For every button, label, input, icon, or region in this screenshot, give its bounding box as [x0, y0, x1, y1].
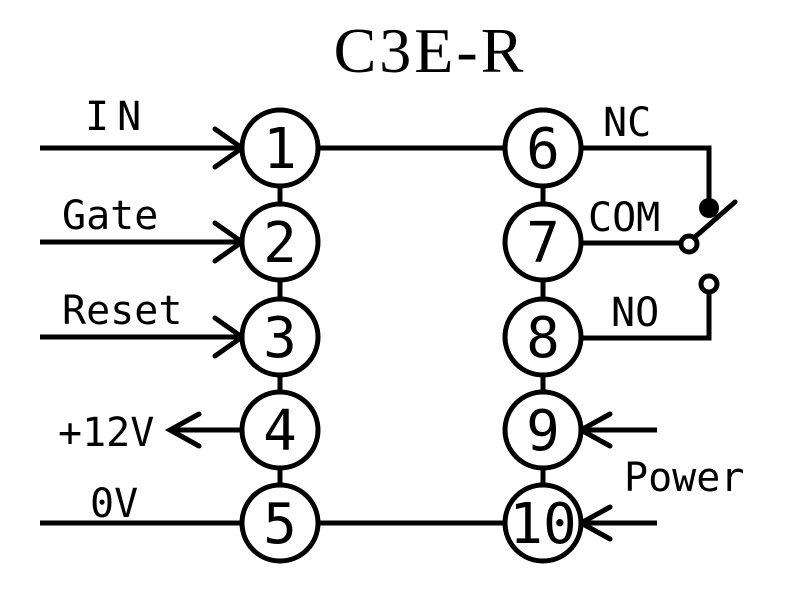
pin-10-terminal [502, 482, 584, 564]
plus12v-label: +12V [58, 410, 154, 456]
pin-1-number: 1 [263, 117, 297, 182]
pin-2-terminal [239, 201, 321, 283]
pin-9-terminal [502, 389, 584, 471]
pin-4-number: 4 [263, 399, 297, 464]
pin-1-terminal [239, 107, 321, 189]
pin-6-terminal [502, 107, 584, 189]
relay-lever-icon [692, 199, 738, 240]
pin-2-number: 2 [263, 211, 297, 276]
pin-9-number: 9 [526, 399, 560, 464]
nc-label: NC [603, 100, 651, 146]
no-wire [543, 292, 712, 341]
pin-6-number: 6 [526, 117, 560, 182]
pin-8-number: 8 [526, 306, 560, 371]
pin-7-number: 7 [526, 211, 560, 276]
com-contact-circle-icon [678, 233, 700, 255]
com-label: COM [588, 195, 660, 241]
gate-label: Gate [62, 193, 158, 239]
plus12v-arrowhead-icon [164, 411, 202, 449]
pin-5-number: 5 [263, 492, 297, 557]
page-title: C3E-R [334, 15, 527, 86]
pin-5-terminal [239, 482, 321, 564]
in-label: IN [85, 94, 149, 140]
pin-4-terminal [239, 389, 321, 471]
power-label: Power [624, 455, 744, 501]
zero-volt-label: 0V [90, 481, 138, 527]
pin-3-number: 3 [263, 306, 297, 371]
pin-3-terminal [239, 296, 321, 378]
reset-label: Reset [62, 288, 182, 334]
pin-10-number: 10 [509, 492, 576, 557]
nc-contact-dot-icon [699, 198, 719, 218]
pin-7-terminal [502, 201, 584, 283]
nc-wire [543, 145, 712, 205]
no-label: NO [611, 290, 659, 336]
pin-8-terminal [502, 296, 584, 378]
no-contact-circle-icon [698, 273, 720, 295]
